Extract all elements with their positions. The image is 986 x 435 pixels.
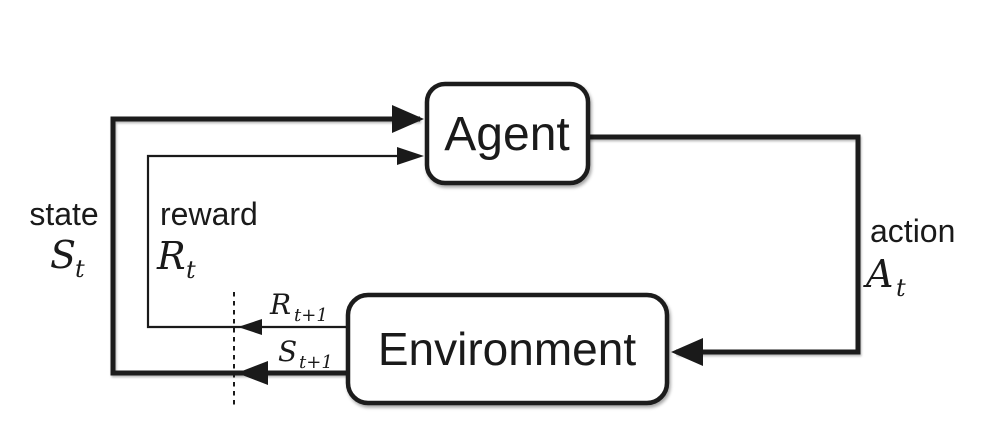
reward-symbol: R <box>156 234 186 278</box>
state-into-agent-arrowhead-icon <box>392 105 424 133</box>
next-reward-subscript: t+1 <box>294 305 328 326</box>
environment-box <box>345 292 670 406</box>
next-state-subscript: t+1 <box>299 352 333 373</box>
environment-box-label: Environment <box>378 323 636 375</box>
action-into-environment-arrowhead-icon <box>671 338 703 366</box>
reward-symbol-subscript: t <box>186 256 196 284</box>
action-word-label: action <box>870 213 955 249</box>
next-state-arrowhead-icon <box>237 361 268 385</box>
next-reward-symbol: R <box>269 288 291 321</box>
next-reward-arrowhead-icon <box>238 319 262 335</box>
action-symbol: A <box>863 252 893 296</box>
agent-box <box>424 81 591 186</box>
state-symbol-subscript: t <box>75 255 85 283</box>
state-word-label: state <box>29 196 98 232</box>
action-loop-line <box>588 134 861 355</box>
agent-box-label: Agent <box>444 108 569 161</box>
state-symbol: S <box>50 233 76 277</box>
reward-word-label: reward <box>160 196 258 232</box>
action-symbol-subscript: t <box>896 274 906 302</box>
next-state-symbol: S <box>278 335 297 368</box>
reward-into-agent-arrowhead-icon <box>397 147 424 165</box>
state-loop-line <box>110 116 420 376</box>
